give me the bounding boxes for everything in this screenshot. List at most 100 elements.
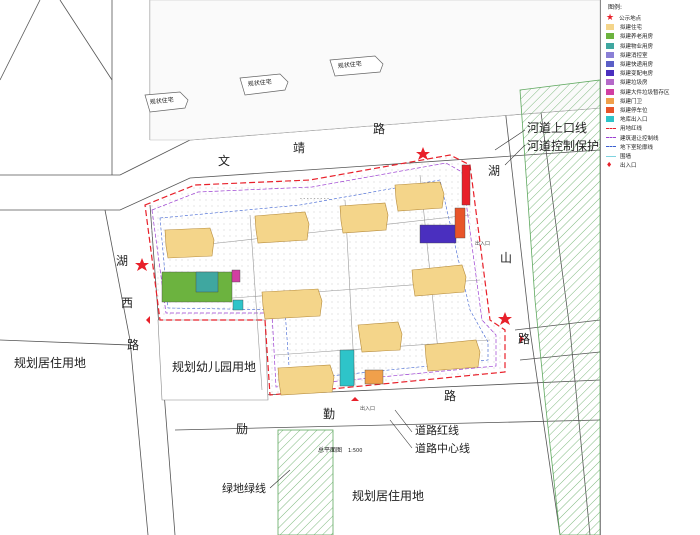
entrance-arrow-icon xyxy=(351,397,359,401)
legend-item-label: 拟建养老用房 xyxy=(620,34,654,41)
legend-item: 拟建大件垃圾暂存区 xyxy=(606,88,670,96)
legend-color-swatch xyxy=(606,79,614,86)
svg-text:出入口: 出入口 xyxy=(475,240,490,247)
legend-item: 拟建门卫 xyxy=(606,97,642,105)
legend-panel xyxy=(600,0,700,535)
planned-residential-top-a: 规状住宅 xyxy=(149,96,174,106)
legend-item-label: 拟建快递用房 xyxy=(620,62,654,68)
building-1 xyxy=(164,227,215,259)
legend-title: 图例: xyxy=(608,4,623,11)
legend-line-swatch xyxy=(606,155,616,157)
river-top-line-label: 河道上口线 xyxy=(527,121,587,135)
entrance-arrow-icon: ♦ xyxy=(606,161,613,170)
legend-item: 拟建变配电房 xyxy=(606,69,653,77)
building-3 xyxy=(339,202,389,234)
road-label-lu-top: 路 xyxy=(373,121,385,136)
svg-text:出入口: 出入口 xyxy=(360,405,375,412)
legend-item: 拟建物业用房 xyxy=(606,42,653,50)
legend-color-swatch xyxy=(606,24,614,31)
road-center-line-label: 道路中心线 xyxy=(415,441,470,455)
road-label-jing: 靖 xyxy=(293,141,305,155)
notice-stars xyxy=(135,147,512,325)
legend-item: 拟建消控室 xyxy=(606,51,648,59)
road-label-hu-right: 湖 xyxy=(488,163,500,178)
legend-item-label: 公示地点 xyxy=(619,16,642,22)
legend-color-swatch xyxy=(606,97,614,104)
star-icon-right xyxy=(498,312,512,325)
river-protect-line-label: 河道控制保护线 xyxy=(527,139,611,153)
legend-color-swatch xyxy=(606,51,614,58)
planned-residential-top-b: 规状住宅 xyxy=(247,78,272,88)
road-label-lu-left: 路 xyxy=(127,337,139,352)
legend-item-label: 用地红线 xyxy=(620,126,643,133)
legend-color-swatch xyxy=(606,116,614,123)
legend-color-swatch xyxy=(606,70,614,77)
green-line-label: 绿地绿线 xyxy=(222,481,266,495)
legend-item-label: 围墙 xyxy=(620,154,632,160)
leader-lines xyxy=(269,129,526,489)
garage-entry-1 xyxy=(339,349,355,387)
kindergarten-land-label: 规划幼儿园用地 xyxy=(172,359,256,374)
site-plan-title: 总平面图 xyxy=(318,446,342,454)
road-label-lu-right: 路 xyxy=(518,331,530,346)
legend-item-label: 拟建消控室 xyxy=(620,52,648,59)
top-parcels xyxy=(144,0,601,141)
legend-item-label: 拟建停车位 xyxy=(620,108,648,114)
site-plan-scale: 1:500 xyxy=(348,448,362,454)
garage-entry-2 xyxy=(232,299,244,311)
road-label-xi-left: 西 xyxy=(121,296,133,310)
legend-item: 拟建养老用房 xyxy=(606,32,653,40)
legend-item-label: 建筑退让控制线 xyxy=(620,135,659,142)
road-label-lu-bottom: 路 xyxy=(444,388,456,403)
road-label-hu-left: 湖 xyxy=(116,253,128,268)
entrance-arrows xyxy=(146,316,524,401)
legend-item: 地下室轮廓线 xyxy=(606,143,653,151)
legend-item-label: 拟建大件垃圾暂存区 xyxy=(620,89,670,96)
legend-line-swatch xyxy=(606,137,616,139)
road-red-line-label: 道路红线 xyxy=(415,423,459,437)
site-area xyxy=(144,154,506,396)
svg-text:- - - - - - - - -: - - - - - - - - - xyxy=(300,196,329,202)
legend-item-label: 地库出入口 xyxy=(620,117,648,124)
legend-item: 拟建垃圾房 xyxy=(606,78,648,86)
legend-color-swatch xyxy=(606,42,614,49)
setback-line xyxy=(151,162,497,388)
legend-item: 用地红线 xyxy=(606,124,642,132)
legend-item: ★公示地点 xyxy=(606,14,642,23)
legend-item: 拟建快递用房 xyxy=(606,60,653,68)
building-2 xyxy=(254,211,310,244)
planned-residential-top-c: 规状住宅 xyxy=(337,60,362,70)
legend-item-label: 拟建住宅 xyxy=(620,25,643,32)
legend-item: 拟建住宅 xyxy=(606,23,642,31)
legend-item-label: 拟建变配电房 xyxy=(620,71,654,78)
legend-item: 地库出入口 xyxy=(606,115,648,123)
small-annotations: - - - - - - - - - 出入口 出入口 xyxy=(300,196,490,412)
parking-strip xyxy=(454,207,466,239)
building-6 xyxy=(411,264,467,297)
legend-item-label: 拟建垃圾房 xyxy=(620,80,648,87)
legend-item-label: 拟建物业用房 xyxy=(620,43,654,50)
legend-color-swatch xyxy=(606,107,614,113)
building-9 xyxy=(424,339,481,372)
road-label-wen: 文 xyxy=(218,153,230,168)
legend-item: ♦ 出入口 xyxy=(606,161,637,169)
guard-room xyxy=(364,369,384,385)
road-label-li-bottom: 励 xyxy=(236,422,248,436)
planned-residential-bottom-label: 规划居住用地 xyxy=(352,488,424,503)
legend-item: 拟建停车位 xyxy=(606,106,648,114)
parking-strip-2 xyxy=(461,164,471,206)
site-red-line xyxy=(144,154,506,396)
legend-line-swatch xyxy=(606,146,616,148)
road-label-qin-bottom: 勤 xyxy=(323,407,335,421)
building-7 xyxy=(357,321,403,353)
road-label-shan-right: 山 xyxy=(500,251,512,265)
entrance-arrow-icon xyxy=(146,316,150,324)
legend-line-swatch xyxy=(606,127,616,129)
legend-color-swatch xyxy=(606,88,614,95)
building-4 xyxy=(394,181,445,212)
legend-item-label: 出入口 xyxy=(620,163,637,170)
power-room xyxy=(419,224,457,244)
legend-color-swatch xyxy=(606,61,614,67)
legend-item-label: 拟建门卫 xyxy=(620,98,643,105)
